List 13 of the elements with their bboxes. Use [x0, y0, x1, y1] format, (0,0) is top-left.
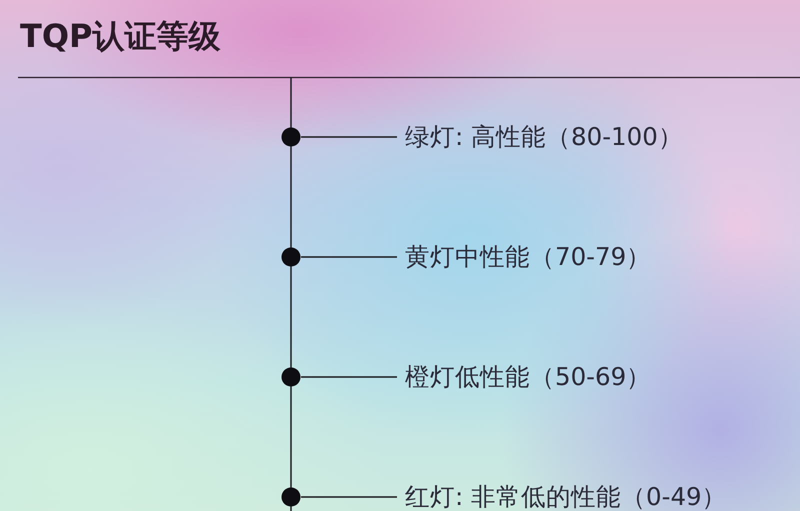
- timeline-dot: [281, 367, 301, 387]
- timeline-dot: [281, 247, 301, 267]
- level-label: 绿灯: 高性能（80-100）: [397, 121, 683, 153]
- title: TQP认证等级: [20, 16, 220, 57]
- timeline-dot: [281, 487, 301, 507]
- leader-line: [301, 376, 397, 378]
- leader-line: [301, 136, 397, 138]
- timeline-dot: [281, 127, 301, 147]
- level-label: 橙灯低性能（50-69）: [397, 361, 652, 393]
- leader-line: [301, 496, 397, 498]
- level-label: 红灯: 非常低的性能（0-49）: [397, 481, 727, 511]
- level-label: 黄灯中性能（70-79）: [397, 241, 652, 273]
- leader-line: [301, 256, 397, 258]
